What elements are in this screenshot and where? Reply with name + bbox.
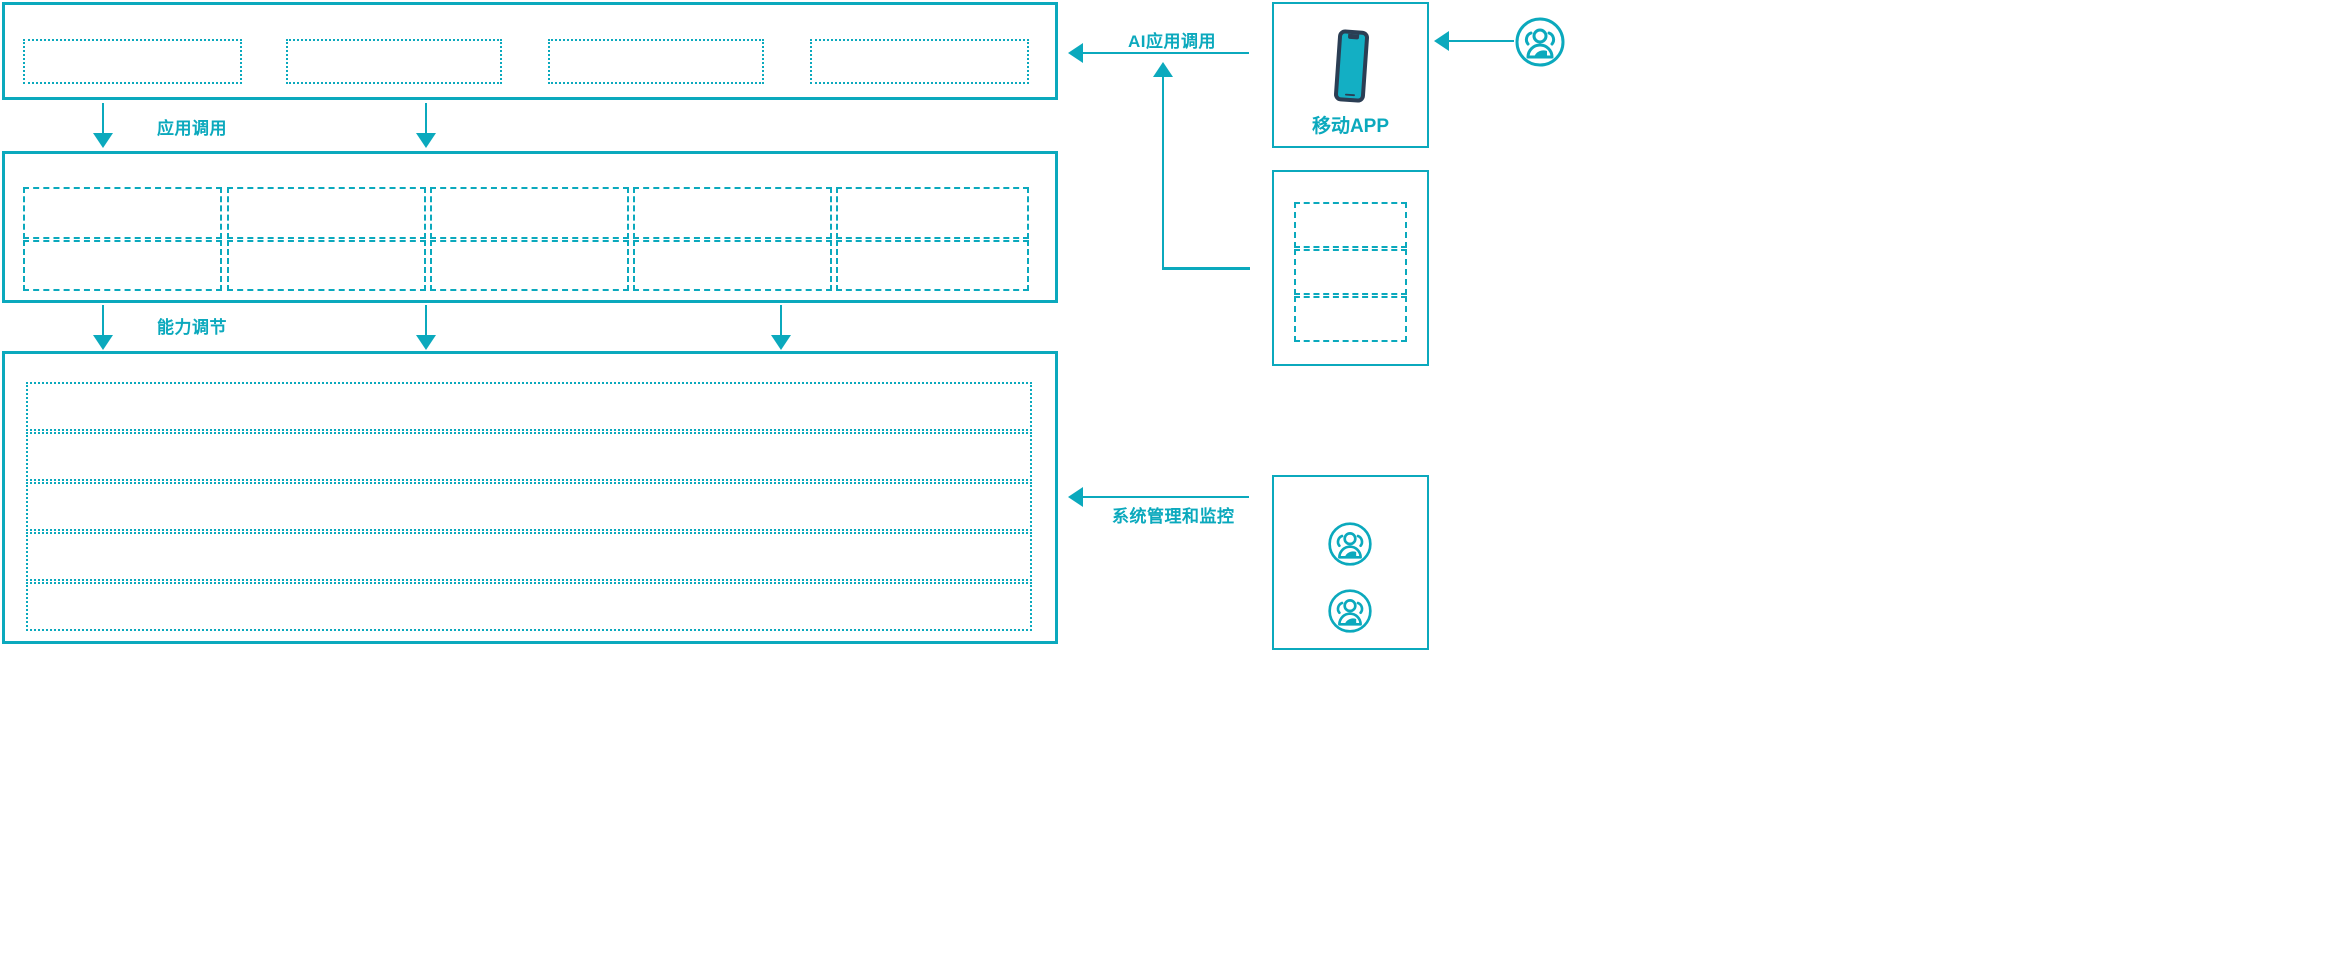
flow-app-call-label: 应用调用: [157, 119, 227, 138]
infra-row-1[interactable]: [26, 382, 1032, 431]
cap-slot-r1c1[interactable]: [23, 187, 222, 239]
flow-cap-adjust-arrow-1: [92, 305, 114, 350]
cap-slot-r2c5[interactable]: [836, 240, 1029, 291]
cap-slot-r2c2[interactable]: [227, 240, 426, 291]
client-slot-2[interactable]: [1294, 249, 1407, 295]
flow-app-call-arrow-right: [415, 103, 437, 148]
flow-sys-monitor-arrow: [1068, 486, 1249, 508]
users-group-icon-actor: [1514, 16, 1566, 68]
flow-ai-call-label: AI应用调用: [1128, 32, 1216, 51]
cap-slot-r1c3[interactable]: [430, 187, 629, 239]
cap-slot-r2c4[interactable]: [633, 240, 832, 291]
capability-layer-panel[interactable]: [2, 151, 1058, 303]
flow-ai-call-riser-arrow: [1152, 62, 1174, 270]
flow-ai-call-elbow: [1162, 267, 1250, 270]
client-slot-1[interactable]: [1294, 202, 1407, 248]
app-slot-2[interactable]: [286, 39, 502, 84]
flow-ai-call-arrow: [1068, 42, 1249, 64]
mobile-phone-icon: [1326, 26, 1376, 106]
cap-slot-r1c5[interactable]: [836, 187, 1029, 239]
cap-slot-r1c4[interactable]: [633, 187, 832, 239]
flow-cap-adjust-arrow-2: [415, 305, 437, 350]
flow-app-call-arrow-left: [92, 103, 114, 148]
mobile-app-caption: 移动APP: [1311, 116, 1390, 137]
infra-row-5[interactable]: [26, 582, 1032, 631]
cap-slot-r1c2[interactable]: [227, 187, 426, 239]
end-user-to-mobile-arrow: [1434, 30, 1514, 52]
users-group-icon-admin-1: [1327, 521, 1373, 567]
cap-slot-r2c1[interactable]: [23, 240, 222, 291]
flow-cap-adjust-arrow-3: [770, 305, 792, 350]
client-slot-3[interactable]: [1294, 296, 1407, 342]
infra-row-4[interactable]: [26, 532, 1032, 581]
cap-slot-r2c3[interactable]: [430, 240, 629, 291]
flow-cap-adjust-label: 能力调节: [157, 318, 227, 337]
infra-row-2[interactable]: [26, 432, 1032, 481]
infra-row-3[interactable]: [26, 482, 1032, 531]
app-slot-3[interactable]: [548, 39, 764, 84]
app-slot-1[interactable]: [23, 39, 242, 84]
infrastructure-layer-panel[interactable]: [2, 351, 1058, 644]
app-slot-4[interactable]: [810, 39, 1029, 84]
flow-sys-monitor-label: 系统管理和监控: [1112, 507, 1235, 526]
users-group-icon-admin-2: [1327, 588, 1373, 634]
